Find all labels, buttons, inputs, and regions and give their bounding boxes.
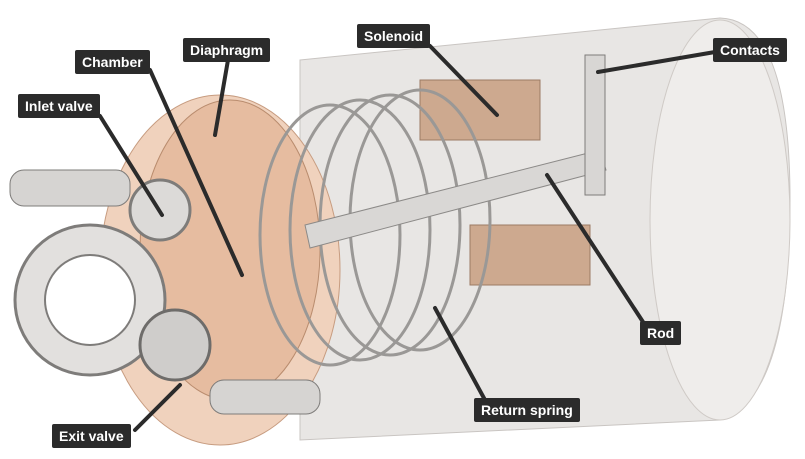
label-solenoid: Solenoid [357,24,431,48]
leader-line-solenoid [428,44,499,117]
leader-line-return-spring [433,306,487,402]
label-exit-valve: Exit valve [52,424,131,448]
label-diaphragm: Diaphragm [183,38,271,62]
spring-coil [258,103,402,367]
solenoid-coil-top [419,79,541,141]
leader-line-diaphragm [213,58,230,137]
spring-coil [288,98,432,362]
leader-line-inlet-valve [98,114,164,217]
rod [304,149,607,249]
exit-valve [138,308,212,382]
label-return-spring: Return spring [474,398,580,422]
label-rod: Rod [640,321,682,345]
leader-line-contacts [596,50,717,74]
outlet-pipe [209,379,321,415]
pump-end-cap [649,19,791,421]
label-contacts: Contacts [713,38,787,62]
inlet-pipe [9,169,131,207]
leader-line-exit-valve [133,383,182,432]
leader-line-chamber [148,68,244,277]
front-plate-opening [44,254,136,346]
label-chamber: Chamber [75,50,150,74]
label-inlet-valve: Inlet valve [18,94,100,118]
leader-line-rod [545,173,647,327]
leader-lines [98,44,717,432]
contacts [584,54,606,196]
